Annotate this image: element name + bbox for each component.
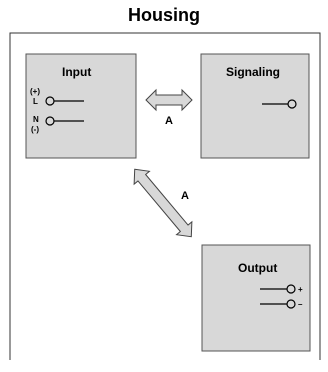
signaling-terminal: [287, 99, 297, 109]
output-block-title: Output: [238, 261, 277, 275]
output-block: Output + –: [201, 244, 311, 352]
horizontal-arrow-label: A: [165, 115, 173, 127]
output-block-box: [201, 244, 311, 352]
input-block-title: Input: [62, 65, 91, 79]
signaling-block-title: Signaling: [226, 65, 280, 79]
input-n-terminal: [45, 116, 55, 126]
input-l-label: L: [33, 97, 38, 106]
input-block: Input (+) L N (-): [25, 53, 137, 159]
signaling-block: Signaling: [200, 53, 310, 159]
input-block-box: [25, 53, 137, 159]
diagonal-double-arrow: [133, 168, 193, 238]
input-plus-label: (+): [30, 87, 40, 96]
output-plus-terminal: [286, 284, 296, 294]
housing-frame: [9, 32, 321, 360]
housing-title: Housing: [128, 5, 200, 25]
diagonal-arrow-label: A: [181, 190, 189, 202]
horizontal-double-arrow: [145, 88, 193, 112]
input-n-label: N: [33, 115, 39, 124]
output-minus-terminal: [286, 299, 296, 309]
input-minus-label: (-): [31, 125, 39, 134]
output-minus-label: –: [298, 300, 303, 309]
input-l-terminal: [45, 96, 55, 106]
output-plus-label: +: [298, 285, 303, 294]
